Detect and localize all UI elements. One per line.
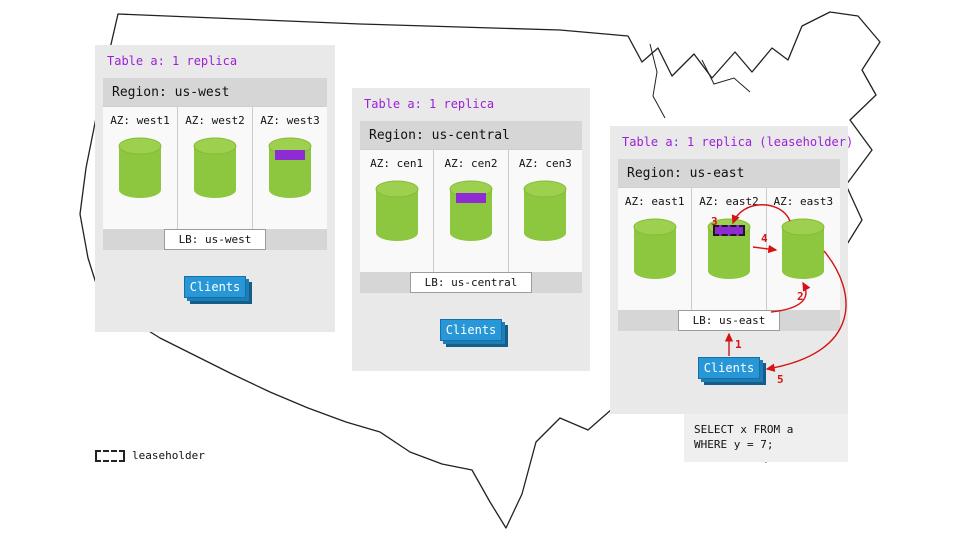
az-label: AZ: east1 xyxy=(624,195,685,208)
database-cylinder-west1 xyxy=(117,137,163,199)
database-cylinder-cen1 xyxy=(374,180,420,242)
flow-step-2: 2 xyxy=(797,290,804,303)
database-cylinder-east1 xyxy=(632,218,678,280)
great-lakes-detail-1 xyxy=(649,43,666,119)
region-panel-us-west: Table a: 1 replica Region: us-west AZ: w… xyxy=(95,45,335,332)
dashed-box-icon xyxy=(95,449,125,462)
load-balancer-us-central: LB: us-central xyxy=(409,272,533,293)
region-panel-us-east: Table a: 1 replica (leaseholder) Region:… xyxy=(610,126,854,414)
flow-step-3: 3 xyxy=(711,215,718,228)
region-title: Region: us-east xyxy=(627,166,745,181)
clients-box-us-east: Clients xyxy=(698,357,760,379)
region-box-us-west: Region: us-west AZ: west1 AZ: west2 xyxy=(103,78,327,250)
az-row: AZ: east1 AZ: east2 xyxy=(618,187,840,310)
table-replica-label: Table a: 1 replica xyxy=(364,97,495,111)
database-cylinder-west2 xyxy=(192,137,238,199)
az-column-cen2: AZ: cen2 xyxy=(433,150,507,272)
legend-label: leaseholder xyxy=(132,449,205,462)
az-label: AZ: cen2 xyxy=(444,157,498,170)
cylinder-icon xyxy=(118,137,162,198)
region-panel-us-central: Table a: 1 replica Region: us-central AZ… xyxy=(352,88,590,371)
az-row: AZ: west1 AZ: west2 xyxy=(103,106,327,229)
az-label: AZ: west1 xyxy=(110,114,170,127)
cylinder-icon xyxy=(268,137,312,198)
az-label: AZ: west2 xyxy=(185,114,245,127)
region-title: Region: us-central xyxy=(369,128,510,143)
cylinder-icon xyxy=(633,218,677,279)
database-cylinder-east3 xyxy=(780,218,826,280)
az-column-cen3: AZ: cen3 xyxy=(507,150,582,272)
az-column-west3: AZ: west3 xyxy=(252,107,327,229)
az-column-west1: AZ: west1 xyxy=(103,107,177,229)
sql-line-2: WHERE y = 7; xyxy=(694,438,774,451)
az-label: AZ: cen3 xyxy=(518,157,572,170)
region-box-us-east: Region: us-east AZ: east1 AZ: east2 xyxy=(618,159,840,331)
cylinder-icon xyxy=(193,137,237,198)
table-replica-leaseholder-label: Table a: 1 replica (leaseholder) xyxy=(622,135,854,149)
table-replica-label: Table a: 1 replica xyxy=(107,54,238,68)
az-label: AZ: east3 xyxy=(773,195,834,208)
clients-box-us-central: Clients xyxy=(440,319,502,341)
flow-step-5: 5 xyxy=(777,373,784,386)
az-label: AZ: cen1 xyxy=(370,157,424,170)
load-balancer-us-west: LB: us-west xyxy=(163,229,267,250)
az-column-east1: AZ: east1 xyxy=(618,188,691,310)
flow-step-4: 4 xyxy=(761,232,768,245)
leaseholder-stripe xyxy=(712,225,745,236)
az-label: AZ: west3 xyxy=(260,114,320,127)
az-column-west2: AZ: west2 xyxy=(177,107,252,229)
cylinder-icon xyxy=(375,180,419,241)
az-column-cen1: AZ: cen1 xyxy=(360,150,433,272)
az-row: AZ: cen1 AZ: cen2 xyxy=(360,149,582,272)
great-lakes-detail-2 xyxy=(701,59,751,93)
cylinder-icon xyxy=(523,180,567,241)
flow-step-1: 1 xyxy=(735,338,742,351)
az-label: AZ: east2 xyxy=(699,195,759,208)
cylinder-icon xyxy=(449,180,493,241)
database-cylinder-cen3 xyxy=(522,180,568,242)
database-cylinder-west3 xyxy=(267,137,313,199)
cylinder-icon xyxy=(781,218,825,279)
clients-box-us-west: Clients xyxy=(184,276,246,298)
region-box-us-central: Region: us-central AZ: cen1 AZ: cen2 xyxy=(360,121,582,293)
az-column-east2: AZ: east2 xyxy=(691,188,765,310)
load-balancer-us-east: LB: us-east xyxy=(677,310,781,331)
sql-line-1: SELECT x FROM a xyxy=(694,423,794,436)
region-title: Region: us-west xyxy=(112,85,230,100)
replica-stripe xyxy=(455,193,486,203)
replica-stripe xyxy=(275,150,305,160)
leaseholder-legend: leaseholder xyxy=(95,449,205,462)
database-cylinder-cen2 xyxy=(448,180,494,242)
sql-query-box: SELECT x FROM a WHERE y = 7; xyxy=(684,414,848,462)
database-cylinder-east2 xyxy=(706,218,752,280)
